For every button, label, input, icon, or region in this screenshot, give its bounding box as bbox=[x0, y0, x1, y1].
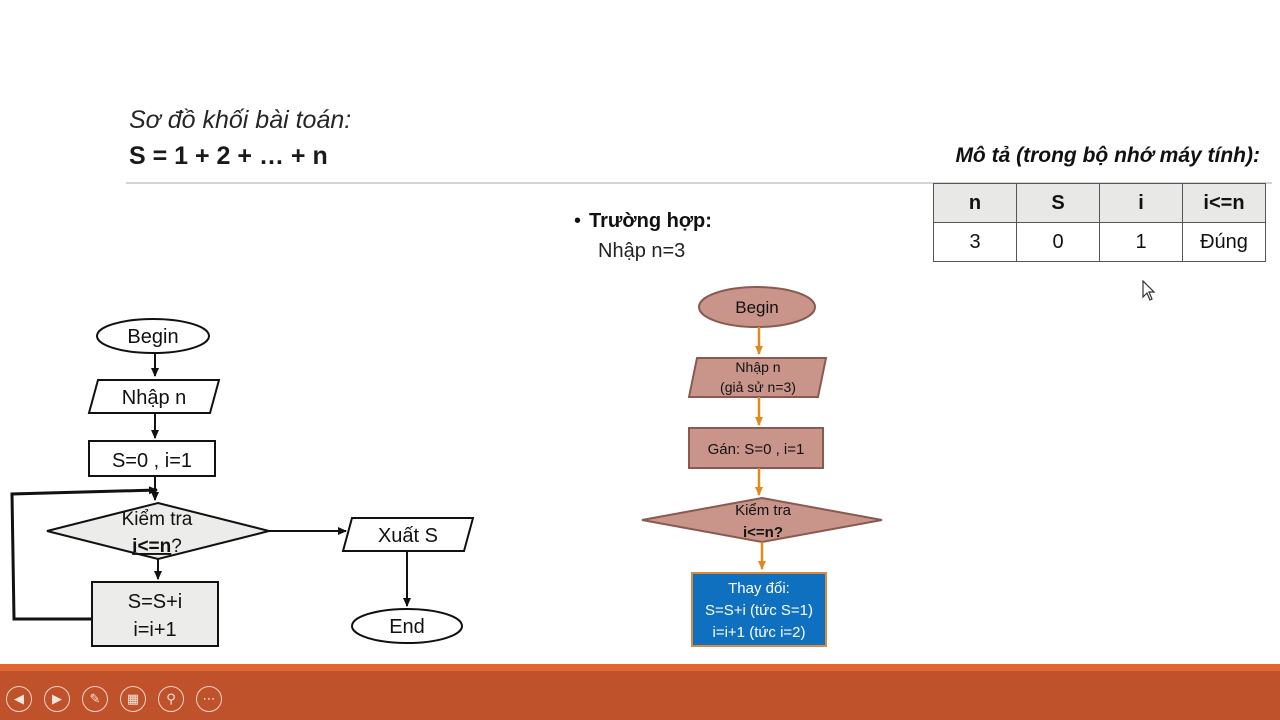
right-check-label-2: i<=n? bbox=[743, 524, 783, 541]
left-end-shape bbox=[351, 608, 463, 644]
left-check-condition: i<=n bbox=[132, 536, 171, 557]
left-check-question: ? bbox=[171, 536, 182, 557]
left-update-label-1: S=S+i bbox=[128, 591, 182, 613]
header-cell-condition: i<=n bbox=[1182, 183, 1266, 223]
case-title: Trường hợp: bbox=[589, 210, 712, 232]
memory-table: n S i i<=n 3 0 1 Đúng bbox=[933, 183, 1266, 262]
right-update-shape bbox=[691, 572, 827, 647]
value-cell-s: 0 bbox=[1016, 222, 1100, 262]
left-check-label-1: Kiểm tra bbox=[122, 509, 193, 530]
right-update-label-1: Thay đổi: bbox=[728, 580, 790, 597]
right-init-label: Gán: S=0 , i=1 bbox=[708, 441, 805, 458]
left-begin-label: Begin bbox=[127, 326, 178, 348]
right-begin-shape bbox=[698, 286, 816, 328]
next-icon[interactable]: ▶ bbox=[44, 686, 70, 712]
case-bullet: • bbox=[574, 210, 582, 232]
left-init-shape bbox=[88, 440, 216, 477]
flowcharts: Begin Nhập n S=0 , i=1 Kiểm tra i<=n? S=… bbox=[10, 286, 883, 647]
right-input-label-1: Nhập n bbox=[735, 359, 780, 375]
case-heading: • Trường hợp: bbox=[574, 210, 712, 233]
slides-icon[interactable]: ▦ bbox=[120, 686, 146, 712]
zoom-icon[interactable]: ⚲ bbox=[158, 686, 184, 712]
right-input-label-2: (giả sử n=3) bbox=[720, 379, 796, 395]
presentation-control-bar bbox=[0, 664, 1280, 720]
value-cell-n: 3 bbox=[933, 222, 1017, 262]
right-input-shape bbox=[687, 357, 828, 398]
header-cell-i: i bbox=[1099, 183, 1183, 223]
left-end-label: End bbox=[389, 616, 425, 638]
pen-icon[interactable]: ✎ bbox=[82, 686, 108, 712]
left-output-shape bbox=[341, 517, 475, 552]
left-input-shape bbox=[87, 379, 221, 414]
more-icon[interactable]: ⋯ bbox=[196, 686, 222, 712]
slide-title: Sơ đồ khối bài toán: bbox=[129, 106, 352, 134]
memory-title: Mô tả (trong bộ nhớ máy tính): bbox=[955, 144, 1260, 167]
right-check-label-1: Kiểm tra bbox=[735, 502, 792, 519]
slide: Sơ đồ khối bài toán: S = 1 + 2 + … + n M… bbox=[10, 106, 1272, 647]
value-cell-i: 1 bbox=[1099, 222, 1183, 262]
left-begin-shape bbox=[96, 318, 210, 354]
right-flowchart: Begin Nhập n (giả sử n=3) Gán: S=0 , i=1… bbox=[641, 286, 883, 647]
left-update-shape bbox=[91, 581, 219, 647]
left-update-label-2: i=i+1 bbox=[133, 619, 176, 641]
memory-table-row: 3 0 1 Đúng bbox=[933, 222, 1266, 262]
header-cell-s: S bbox=[1016, 183, 1100, 223]
title-divider bbox=[126, 182, 1272, 184]
slide-formula: S = 1 + 2 + … + n bbox=[129, 142, 328, 170]
left-loop-arrow bbox=[10, 486, 158, 621]
value-cell-condition: Đúng bbox=[1182, 222, 1266, 262]
memory-table-header: n S i i<=n bbox=[933, 183, 1266, 223]
right-update-label-2: S=S+i (tức S=1) bbox=[705, 602, 813, 619]
prev-icon[interactable]: ◀ bbox=[6, 686, 32, 712]
left-flowchart: Begin Nhập n S=0 , i=1 Kiểm tra i<=n? S=… bbox=[10, 318, 475, 647]
right-init-shape bbox=[688, 427, 824, 469]
right-begin-label: Begin bbox=[735, 298, 778, 317]
control-bar-stripe bbox=[0, 664, 1280, 671]
left-check-label-2: i<=n? bbox=[132, 536, 182, 557]
case-input: Nhập n=3 bbox=[598, 240, 686, 262]
header-cell-n: n bbox=[933, 183, 1017, 223]
right-update-label-3: i=i+1 (tức i=2) bbox=[713, 624, 806, 641]
left-output-label: Xuất S bbox=[378, 525, 438, 547]
left-init-label: S=0 , i=1 bbox=[112, 450, 192, 472]
mouse-cursor-icon bbox=[1142, 280, 1156, 301]
left-input-label: Nhập n bbox=[122, 387, 187, 409]
